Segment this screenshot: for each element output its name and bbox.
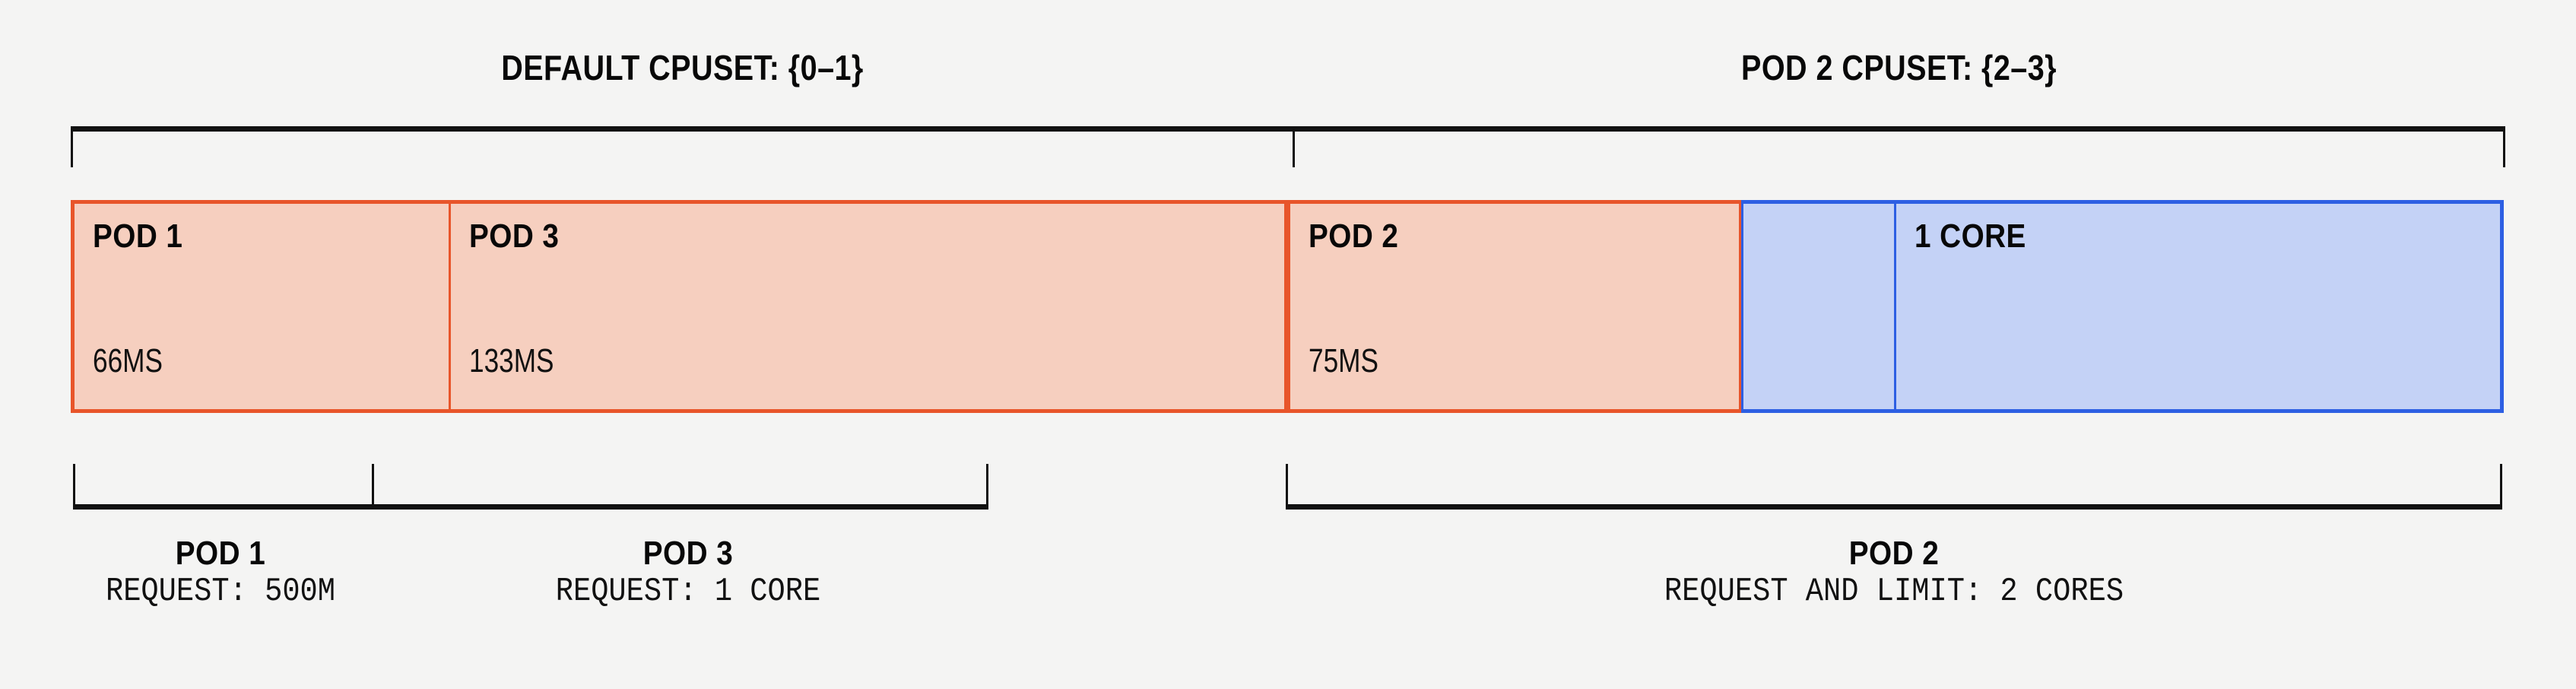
- caption-pod-3-request: REQUEST: 1 CORE: [555, 573, 821, 611]
- caption-pod-1: POD 1 REQUEST: 500M: [15, 535, 426, 613]
- caption-pod-3-title: POD 3: [642, 535, 734, 572]
- bar-segment-pod-1[interactable]: POD 1 66MS: [71, 200, 449, 413]
- bar-segment-pod-3[interactable]: POD 3 133MS: [449, 200, 1286, 413]
- bar-segment-one-core-title: 1 CORE: [1915, 217, 2026, 255]
- bottom-bracket-divider: [372, 464, 374, 510]
- bar-segment-pod-2-value: 75MS: [1309, 342, 1378, 379]
- cpuset-header-default: DEFAULT CPUSET: {0–1}: [501, 48, 864, 87]
- bar-segment-pod-3-value: 133MS: [469, 342, 554, 379]
- bar-segment-idle-core[interactable]: [1741, 200, 1894, 413]
- bar-segment-pod-1-title: POD 1: [93, 217, 183, 255]
- bar-segment-pod-2-title: POD 2: [1309, 217, 1399, 255]
- top-bracket-pod2-cpuset: [1293, 126, 2505, 167]
- bar-segment-pod-1-value: 66MS: [93, 342, 163, 379]
- caption-pod-1-title: POD 1: [175, 535, 266, 572]
- bar-segment-pod-2[interactable]: POD 2 75MS: [1286, 200, 1741, 413]
- bottom-bracket-pod2-cpuset: [1286, 464, 2502, 510]
- cpuset-header-pod2: POD 2 CPUSET: {2–3}: [1741, 48, 2057, 87]
- bar-segment-pod-3-title: POD 3: [469, 217, 560, 255]
- caption-pod-1-request: REQUEST: 500M: [105, 573, 336, 611]
- caption-pod-2-title: POD 2: [1848, 535, 1940, 572]
- caption-pod-2-request: REQUEST AND LIMIT: 2 CORES: [1664, 573, 2124, 611]
- caption-pod-3: POD 3 REQUEST: 1 CORE: [380, 535, 996, 613]
- cpu-timeline-bar: POD 1 66MS POD 3 133MS POD 2 75MS 1 CORE: [71, 200, 2504, 413]
- caption-pod-2: POD 2 REQUEST AND LIMIT: 2 CORES: [1286, 535, 2502, 613]
- top-bracket-default-cpuset: [71, 126, 1295, 167]
- bottom-bracket-default-cpuset: [73, 464, 988, 510]
- bar-segment-one-core[interactable]: 1 CORE: [1894, 200, 2504, 413]
